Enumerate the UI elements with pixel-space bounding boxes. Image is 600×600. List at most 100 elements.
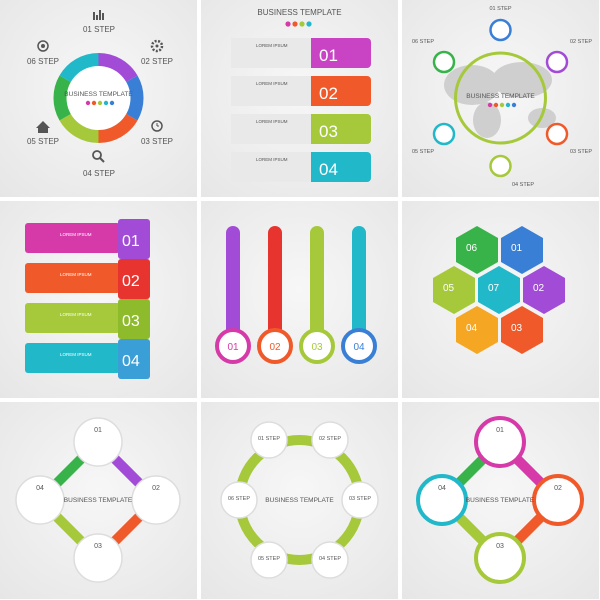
svg-text:01 STEP: 01 STEP	[258, 436, 280, 442]
step-circle	[73, 417, 123, 467]
business-template-title: BUSINESS TEMPLATE	[466, 93, 535, 100]
svg-text:LOREM IPSUM: LOREM IPSUM	[256, 81, 288, 86]
step-circle	[250, 541, 288, 579]
step-label: 04 STEP	[512, 182, 534, 188]
item-number: 02	[269, 342, 281, 353]
ribbon-item: LOREM IPSUM 02	[231, 76, 371, 106]
panel-circular-six-steps: BUSINESS TEMPLATE 01 STEP 02 STEP 03 STE…	[0, 0, 197, 197]
hexagon-item: 04	[456, 306, 498, 354]
svg-text:04 STEP: 04 STEP	[319, 556, 341, 562]
center-disc	[66, 66, 131, 130]
color-dots	[85, 100, 115, 106]
svg-text:04: 04	[466, 323, 478, 334]
hexagon-item: 07	[478, 266, 520, 314]
svg-text:03: 03	[496, 543, 504, 550]
svg-text:04: 04	[438, 485, 446, 492]
step-label: 05 STEP	[27, 137, 59, 146]
home-icon	[489, 154, 512, 178]
step-label: 04 STEP	[83, 169, 115, 178]
svg-text:05 STEP: 05 STEP	[258, 556, 280, 562]
panel-six-circles-ring: 01 STEP 02 STEP 03 STEP 04 STEP 05 STEP …	[201, 402, 398, 599]
business-template-title: BUSINESS TEMPLATE	[64, 497, 133, 504]
bar-item: 01	[215, 226, 251, 364]
item-number: 01	[319, 46, 338, 65]
svg-text:04: 04	[36, 485, 44, 492]
magnifier-icon	[92, 150, 105, 163]
step-label: 01 STEP	[83, 25, 115, 34]
step-label: 03 STEP	[141, 137, 173, 146]
svg-text:03: 03	[511, 323, 523, 334]
color-dots	[487, 102, 517, 108]
ribbon-item: LOREM IPSUM 04	[231, 152, 371, 182]
step-circle	[220, 481, 258, 519]
step-circle	[474, 416, 526, 468]
bar-item: 02	[257, 226, 293, 364]
ring-segments	[53, 52, 144, 144]
gear-icon	[545, 50, 569, 74]
bar-item: 04	[341, 226, 377, 364]
svg-text:01: 01	[496, 427, 504, 434]
alarm-clock-icon	[432, 50, 456, 74]
panel-vertical-bars: 01 02 03 04	[201, 201, 398, 398]
step-circle	[73, 533, 123, 583]
svg-text:03: 03	[94, 543, 102, 550]
panel-four-ringed-circles: 01 04 02 03 BUSINESS TEMPLATE	[402, 402, 599, 599]
item-number: 04	[319, 160, 338, 179]
svg-text:02: 02	[554, 485, 562, 492]
hexagon-item: 05	[433, 266, 475, 314]
svg-text:07: 07	[488, 283, 500, 294]
item-number: 02	[122, 273, 140, 290]
magnifier-icon	[432, 122, 456, 146]
svg-text:LOREM IPSUM: LOREM IPSUM	[60, 352, 92, 357]
panel-hexagon-grid: 06 01 05 07 02 04 03	[402, 201, 599, 398]
item-number: 04	[353, 342, 365, 353]
target-icon	[37, 40, 49, 52]
ribbon-item: LOREM IPSUM 01	[25, 219, 150, 259]
step-label: 02 STEP	[570, 39, 592, 45]
svg-text:02: 02	[533, 283, 545, 294]
item-number: 03	[122, 313, 140, 330]
ribbon-item: LOREM IPSUM 03	[231, 114, 371, 144]
alarm-clock-icon	[151, 120, 163, 132]
ribbon-item: LOREM IPSUM 03	[25, 299, 150, 339]
svg-text:06: 06	[466, 243, 478, 254]
step-circle	[311, 541, 349, 579]
step-label: 02 STEP	[141, 57, 173, 66]
target-icon	[545, 122, 569, 146]
step-circle	[250, 421, 288, 459]
panel-four-circles: 01 04 02 03 BUSINESS TEMPLATE	[0, 402, 197, 599]
ribbon-item: LOREM IPSUM 02	[25, 259, 150, 299]
item-number: 01	[227, 342, 239, 353]
step-circle	[474, 532, 526, 584]
item-number: 03	[311, 342, 323, 353]
chart-icon	[489, 18, 512, 42]
step-circle	[532, 474, 584, 526]
business-template-title: BUSINESS TEMPLATE	[257, 8, 341, 17]
step-circle	[15, 475, 65, 525]
ribbon-item: LOREM IPSUM 01	[231, 38, 371, 68]
item-number: 04	[122, 353, 140, 370]
home-icon	[36, 121, 50, 133]
svg-text:03 STEP: 03 STEP	[349, 496, 371, 502]
business-template-title: BUSINESS TEMPLATE	[265, 497, 334, 504]
step-label: 06 STEP	[412, 39, 434, 45]
item-number: 03	[319, 122, 338, 141]
hexagon-item: 01	[501, 226, 543, 274]
step-circle	[131, 475, 181, 525]
svg-text:01: 01	[94, 427, 102, 434]
svg-text:LOREM IPSUM: LOREM IPSUM	[256, 43, 288, 48]
svg-text:01: 01	[511, 243, 523, 254]
svg-text:02: 02	[152, 485, 160, 492]
svg-text:02 STEP: 02 STEP	[319, 436, 341, 442]
step-circle	[416, 474, 468, 526]
panel-ribbon-list: BUSINESS TEMPLATE LOREM IPSUM 01 LOREM I…	[201, 0, 398, 197]
ribbon-item: LOREM IPSUM 04	[25, 339, 150, 379]
hexagon-item: 02	[523, 266, 565, 314]
svg-text:05: 05	[443, 283, 455, 294]
step-label: 05 STEP	[412, 149, 434, 155]
gear-icon	[150, 39, 164, 53]
bar-item: 03	[299, 226, 335, 364]
hexagon-item: 06	[456, 226, 498, 274]
item-number: 02	[319, 84, 338, 103]
